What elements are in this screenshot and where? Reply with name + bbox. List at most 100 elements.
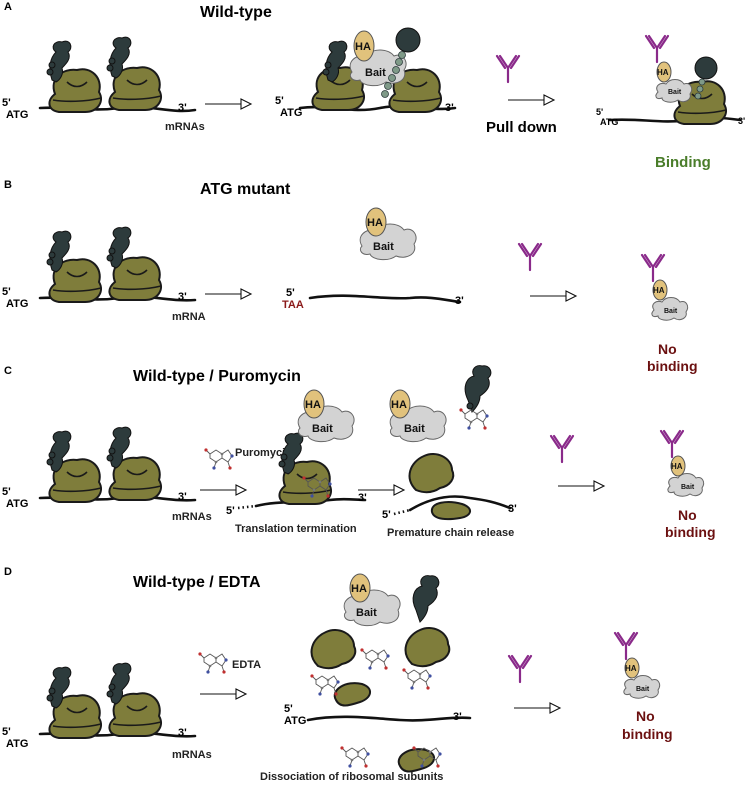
edta-molecule-icon [339, 745, 371, 769]
process-arrow [204, 288, 252, 300]
five-prime-label: 5' [275, 95, 284, 107]
no-binding-line1: No [636, 708, 655, 724]
five-prime-label: 5' [2, 286, 11, 298]
start-codon-label: ATG [280, 107, 302, 119]
ribosome-large-subunit [408, 452, 455, 494]
three-prime-label: 3' [358, 492, 367, 504]
edta-molecule-icon [309, 673, 341, 697]
antibody-icon [517, 242, 543, 272]
panel-letter-c: C [4, 365, 12, 377]
ribosome-small-subunit [397, 748, 435, 773]
mrna-label: mRNAs [165, 121, 205, 133]
ha-tag-label: HA [657, 68, 669, 77]
bait-label: Bait [312, 423, 333, 435]
edta-molecule-icon [197, 651, 229, 675]
no-binding-line2: binding [622, 726, 673, 742]
bait-label: Bait [356, 607, 377, 619]
ha-bait-complex: HA Bait [623, 657, 661, 699]
mrna-label: mRNAs [172, 511, 212, 523]
panel-b: B ATG mutant 5' ATG 3' mRNA 5' TAA 3' HA… [2, 179, 698, 374]
three-prime-label: 3' [178, 727, 187, 739]
translation-termination-label: Translation termination [235, 523, 357, 535]
bait-label: Bait [681, 484, 695, 491]
mrna-label: mRNA [172, 311, 206, 323]
five-prime-label: 5' [382, 509, 391, 521]
five-prime-label: 5' [226, 505, 235, 517]
start-codon-label: ATG [6, 109, 28, 121]
ha-bait-complex: HA Bait [667, 455, 705, 497]
ha-bait-complex: HA Bait [651, 279, 689, 321]
process-arrow [507, 94, 555, 106]
ha-tag-label: HA [367, 217, 383, 229]
start-codon-label: ATG [600, 117, 618, 127]
bait-label: Bait [664, 308, 678, 315]
three-prime-label: 3' [178, 102, 187, 114]
mrna-strand [254, 497, 367, 508]
process-arrow [199, 688, 247, 700]
five-prime-label: 5' [286, 287, 295, 299]
ha-tag-label: HA [305, 399, 321, 411]
panel-letter-b: B [4, 179, 12, 191]
three-prime-label: 3' [178, 491, 187, 503]
five-prime-label: 5' [284, 703, 293, 715]
mrna-label: mRNAs [172, 749, 212, 761]
released-chain [412, 575, 440, 623]
released-chain [464, 365, 492, 413]
antibody-icon [644, 34, 670, 64]
panel-b-title: ATG mutant [200, 181, 291, 198]
ha-bait-complex: HA Bait [655, 61, 693, 103]
ribosome-large-subunit [404, 626, 451, 668]
ha-tag-label: HA [625, 664, 637, 673]
bait-label: Bait [404, 423, 425, 435]
ribosome-small-subunit [430, 501, 471, 521]
three-prime-label: 3' [445, 102, 454, 114]
stop-codon-label: TAA [282, 299, 304, 311]
start-codon-label: ATG [6, 298, 28, 310]
antibody-icon [640, 253, 666, 283]
start-codon-label: ATG [6, 738, 28, 750]
ribosome-small-subunit [333, 682, 371, 707]
ha-tag-label: HA [391, 399, 407, 411]
no-binding-line1: No [678, 507, 697, 523]
mrna-degraded-end [393, 508, 411, 516]
antibody-icon [495, 54, 521, 84]
antibody-icon [613, 631, 639, 661]
edta-label: EDTA [232, 659, 261, 671]
nascent-chain-long [381, 27, 421, 98]
panel-letter-d: D [4, 566, 12, 578]
five-prime-label: 5' [2, 97, 11, 109]
mrna-strand [308, 294, 462, 304]
process-arrow [199, 484, 247, 496]
ha-bait-complex: HA Bait [343, 573, 401, 627]
antibody-icon [507, 654, 533, 684]
premature-chain-release-label: Premature chain release [387, 527, 514, 539]
three-prime-label: 3' [508, 503, 517, 515]
edta-molecule-icon [401, 667, 433, 691]
pull-down-label: Pull down [486, 119, 557, 136]
antibody-icon [549, 434, 575, 464]
ha-tag-label: HA [671, 462, 683, 471]
no-binding-line2: binding [665, 524, 716, 540]
edta-molecule-icon [359, 647, 391, 671]
process-arrow [513, 702, 561, 714]
ha-tag-label: HA [653, 286, 665, 295]
bait-label: Bait [373, 241, 394, 253]
bait-label: Bait [636, 686, 650, 693]
three-prime-label: 3' [453, 711, 462, 723]
panel-a: A Wild-type 5' ATG 3' mRNAs HA Bait [2, 1, 745, 171]
mrna-degraded-end [237, 504, 257, 510]
panel-c: C Wild-type / Puromycin 5' ATG 3' mRNAs … [2, 365, 716, 540]
panel-letter-a: A [4, 1, 12, 13]
ha-bait-complex: HA Bait [359, 207, 417, 261]
bait-label: Bait [668, 89, 682, 96]
mrna-strand [408, 495, 512, 512]
mrna-strand [306, 715, 472, 722]
puromycin-molecule-icon [458, 407, 490, 431]
start-codon-label: ATG [6, 498, 28, 510]
puromycin-molecule-icon [203, 447, 235, 471]
no-binding-line2: binding [647, 358, 698, 374]
bait-label: Bait [365, 67, 386, 79]
nascent-chain-head [694, 56, 718, 80]
five-prime-label: 5' [596, 107, 603, 117]
